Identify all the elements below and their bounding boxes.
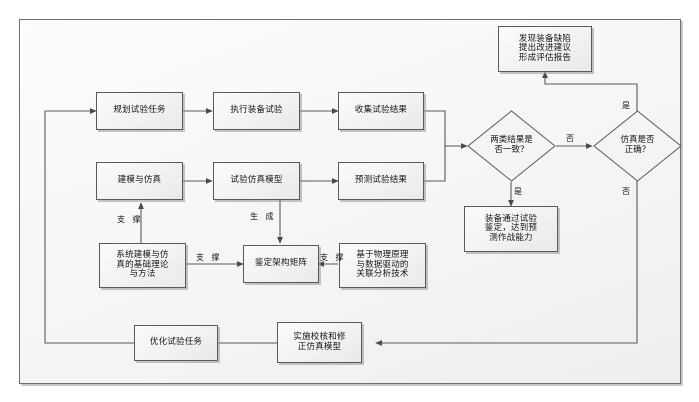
node-test-simulation-model-label: 试验仿真模型 — [230, 175, 283, 186]
node-collect-test-results[interactable]: 收集试验结果 — [338, 92, 424, 130]
edge-label-support-left-to-matrix: 支 撑 — [196, 253, 223, 262]
node-plan-test-task[interactable]: 规划试验任务 — [96, 92, 183, 130]
node-equipment-pass[interactable]: 装备通过试验 鉴定，达到预 测作战能力 — [464, 206, 558, 252]
edge-label-support-to-modeling: 支 撑 — [117, 215, 144, 224]
decision-simulation-correct[interactable]: 仿真是否 正确？ — [593, 110, 682, 182]
edge-label-simulation-yes: 是 — [622, 101, 630, 110]
decision-simulation-correct-label: 仿真是否 正确？ — [620, 135, 655, 155]
node-defect-report[interactable]: 发现装备缺陷 提出改进建议 形成评估报告 — [498, 26, 592, 72]
wire-decision2-yes — [542, 71, 638, 116]
wire-decision2-no — [375, 178, 638, 346]
node-collect-test-results-label: 收集试验结果 — [354, 105, 408, 116]
decision-results-consistent[interactable]: 两类结果是 否一致？ — [467, 110, 556, 182]
edge-label-consistent-no: 否 — [566, 134, 574, 143]
node-optimize-test-task[interactable]: 优化试验任务 — [134, 325, 218, 361]
node-qualification-architecture-matrix[interactable]: 鉴定架构矩阵 — [243, 245, 319, 283]
edge-label-consistent-yes: 是 — [514, 187, 522, 196]
node-defect-report-label: 发现装备缺陷 提出改进建议 形成评估报告 — [518, 33, 572, 63]
edge-label-support-right-to-matrix: 支 撑 — [320, 253, 347, 262]
node-basic-theory-method-label: 系统建模与仿 真的基础理论 与方法 — [116, 250, 169, 280]
edge-label-generate-to-matrix: 生 成 — [250, 212, 277, 221]
node-qualification-architecture-matrix-label: 鉴定架构矩阵 — [254, 258, 308, 269]
node-correlation-analysis-tech[interactable]: 基于物理原理 与数据驱动的 关联分析技术 — [339, 243, 426, 288]
node-predict-test-results[interactable]: 预测试验结果 — [338, 162, 424, 200]
wire-optimize-to-plan — [44, 108, 134, 344]
node-optimize-test-task-label: 优化试验任务 — [149, 337, 203, 348]
edge-label-simulation-no: 否 — [622, 187, 630, 196]
node-test-simulation-model[interactable]: 试验仿真模型 — [213, 162, 300, 200]
node-modeling-simulation-label: 建模与仿真 — [117, 175, 162, 186]
decision-results-consistent-shape — [467, 110, 556, 182]
decision-simulation-correct-shape — [593, 110, 682, 182]
decision-results-consistent-label: 两类结果是 否一致？ — [490, 135, 533, 155]
node-verify-correct-model[interactable]: 实施校核和修 正仿真模型 — [277, 322, 362, 363]
node-plan-test-task-label: 规划试验任务 — [113, 105, 166, 116]
node-equipment-pass-label: 装备通过试验 鉴定，达到预 测作战能力 — [484, 213, 538, 243]
node-modeling-simulation[interactable]: 建模与仿真 — [96, 162, 183, 200]
node-verify-correct-model-label: 实施校核和修 正仿真模型 — [293, 331, 346, 352]
node-correlation-analysis-tech-label: 基于物理原理 与数据驱动的 关联分析技术 — [356, 250, 409, 280]
wire-predict-merge — [424, 146, 446, 182]
node-basic-theory-method[interactable]: 系统建模与仿 真的基础理论 与方法 — [99, 243, 186, 288]
node-predict-test-results-label: 预测试验结果 — [354, 175, 408, 186]
node-execute-equipment-test-label: 执行装备试验 — [230, 105, 283, 116]
wire-collect-merge — [424, 110, 446, 146]
node-execute-equipment-test[interactable]: 执行装备试验 — [213, 92, 300, 130]
